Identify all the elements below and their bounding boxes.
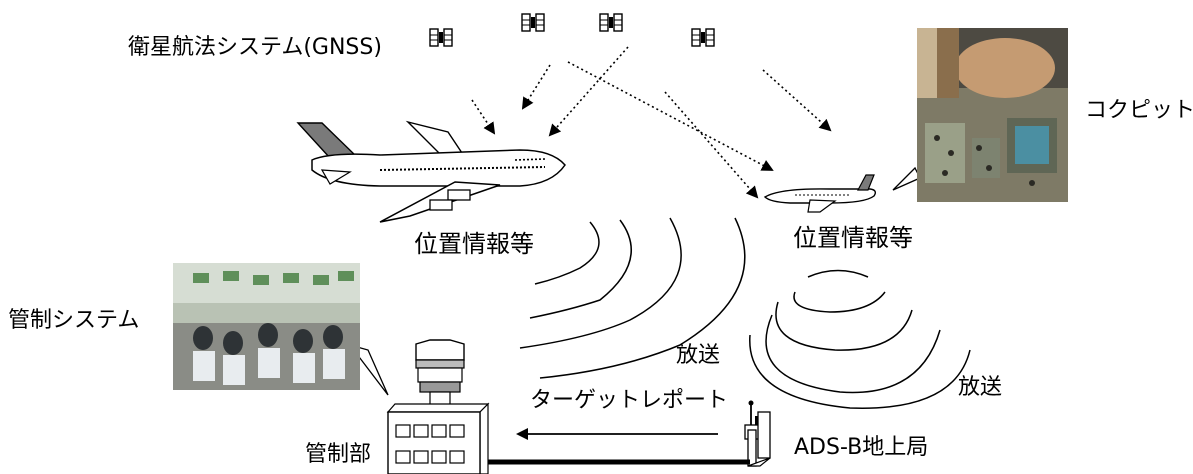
business-jet-icon	[763, 174, 877, 213]
position-info-label-airliner: 位置情報等	[414, 230, 534, 258]
ground-station-label: ADS-B地上局	[794, 435, 929, 460]
satellite-icon	[429, 28, 453, 47]
atc-system-photo	[173, 263, 360, 390]
cockpit-photo	[917, 28, 1068, 202]
airliner-icon	[296, 120, 566, 223]
broadcast-waves-jet	[749, 269, 971, 409]
broadcast-waves-airliner	[519, 217, 746, 379]
position-info-label-jet: 位置情報等	[793, 224, 913, 252]
gnss-signal-arrow	[471, 99, 496, 135]
target-report-label: ターゲットレポート	[530, 388, 729, 413]
broadcast-label-airliner: 放送	[676, 343, 721, 368]
cockpit-label: コクピット	[1085, 98, 1193, 123]
cockpit-callout	[892, 166, 921, 191]
satellite-icon	[599, 13, 623, 32]
gnss-signal-arrow	[521, 64, 551, 110]
gnss-signal-arrow	[664, 91, 759, 199]
broadcast-label-jet: 放送	[958, 375, 1003, 400]
control-unit-label: 管制部	[305, 442, 372, 467]
ground-antenna-icon	[744, 400, 771, 467]
satellite-icon	[691, 28, 715, 47]
satellite-icon	[521, 13, 545, 32]
gnss-label: 衛星航法システム(GNSS)	[128, 35, 382, 60]
gnss-signal-arrow	[567, 61, 774, 171]
control-tower-icon	[386, 339, 490, 474]
gnss-signal-arrow	[762, 69, 832, 132]
gnss-signal-lines	[471, 46, 832, 199]
atc-system-label: 管制システム	[8, 308, 140, 333]
gnss-signal-arrow	[548, 46, 629, 137]
